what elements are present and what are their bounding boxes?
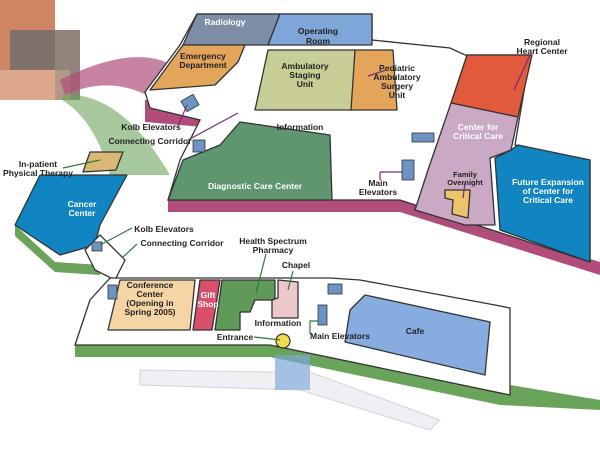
kolb-elevator-lower-floor-icon (107, 284, 118, 300)
diagnostic-elevator-icon (192, 139, 206, 153)
radiology-label: Radiology (204, 17, 245, 27)
connecting-corridor-upper-leader (187, 112, 239, 141)
upper-floor-connector-arc (60, 57, 180, 110)
connecting-corridor-lower-label: Connecting Corridor (140, 238, 224, 248)
cafe-label: Cafe (406, 326, 425, 336)
critical-care-elevator-icon (411, 132, 435, 143)
chapel-elevator-icon (327, 283, 343, 295)
kolb-elevators-lower-leader (99, 227, 133, 246)
physical-therapy-room[interactable] (82, 151, 124, 173)
pharmacy-leader (255, 253, 267, 294)
entrance-marker[interactable] (275, 333, 291, 349)
kolb-elevators-upper-label: Kolb Elevators (121, 122, 181, 132)
upper-floor (144, 13, 600, 275)
kolb-elevators-lower-label: Kolb Elevators (134, 224, 194, 234)
entrance-label: Entrance (217, 332, 254, 342)
operating-room[interactable] (267, 13, 373, 46)
main-elevators-lower-label: Main Elevators (310, 331, 370, 341)
entrance-leader (253, 336, 281, 341)
connecting-corridor-upper-label: Connecting Corridor (108, 136, 192, 146)
information-lower-label: Information (255, 318, 302, 328)
main-elevator-upper-icon (401, 159, 415, 181)
diagnostic-label: Diagnostic Care Center (208, 181, 303, 191)
cafe-room[interactable] (344, 294, 491, 376)
diagnostic-care-center-room[interactable] (167, 121, 333, 201)
lower-floor-edge (75, 345, 600, 410)
pediatric-surgery-room[interactable] (350, 49, 398, 111)
physical-therapy-leader (62, 159, 101, 169)
main-elevator-lower-icon (317, 304, 328, 326)
cancer-center-edge (15, 225, 100, 275)
critical-care-room[interactable] (414, 102, 519, 226)
chapel-leader (287, 270, 294, 291)
pediatric-leader (367, 69, 387, 77)
connecting-corridor-lower-leader (121, 243, 138, 259)
family-overnight-room[interactable] (444, 189, 471, 219)
gift-shop-room[interactable] (192, 279, 221, 331)
lower-floor-connector-arc (62, 94, 170, 175)
future-expansion-room[interactable] (494, 144, 591, 263)
main-elevators-lower-leader (309, 320, 318, 334)
emergency-department-room[interactable] (149, 44, 246, 91)
information-upper-label: Information (277, 122, 324, 132)
lower-floor (74, 277, 600, 410)
hospital-building-photo (0, 0, 80, 100)
chapel-label: Chapel (282, 260, 310, 270)
conference-center-room[interactable] (107, 279, 196, 331)
building-exterior-outline (139, 355, 441, 431)
pharmacy-room[interactable] (214, 279, 276, 331)
kolb-elevators-upper-leader (177, 104, 188, 127)
kolb-elevator-lower-icon (91, 241, 103, 252)
family-overnight-leader (462, 182, 466, 199)
heart-center-leader (513, 54, 531, 91)
chapel-room[interactable] (271, 279, 299, 319)
